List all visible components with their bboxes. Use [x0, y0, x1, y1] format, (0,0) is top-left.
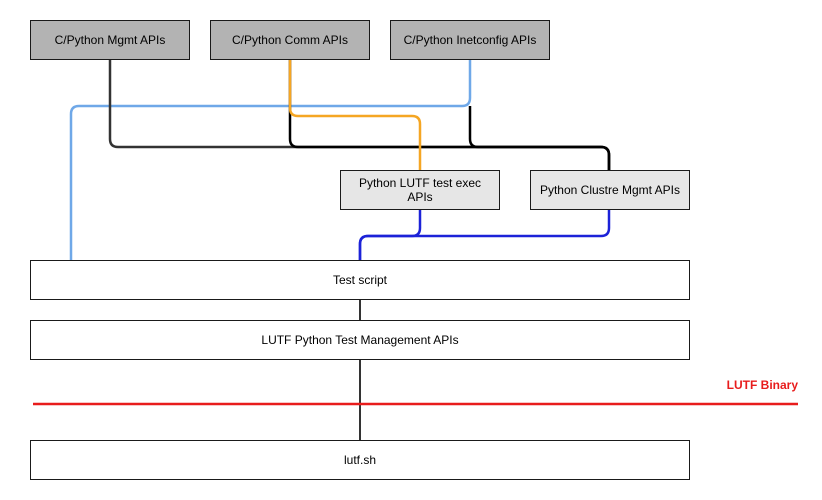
lutf-sh-label: lutf.sh: [343, 453, 376, 467]
test-exec-apis-label: Python LUTF test exec APIs: [358, 176, 482, 204]
inetconfig-apis-label: C/Python Inetconfig APIs: [403, 33, 537, 47]
test-mgmt-apis-label: LUTF Python Test Management APIs: [261, 333, 459, 347]
connector-inetconfig-to-test-script: [69, 60, 472, 260]
mgmt-apis-box: C/Python Mgmt APIs: [30, 20, 190, 60]
mgmt-apis-label: C/Python Mgmt APIs: [54, 33, 166, 47]
connector-comm-to-test-exec: [288, 60, 422, 170]
lutf-binary-label: LUTF Binary: [726, 378, 798, 392]
connector-inetconfig-to-clustre: [468, 106, 611, 170]
test-mgmt-apis-box: LUTF Python Test Management APIs: [30, 320, 690, 360]
test-exec-apis-box: Python LUTF test exec APIs: [340, 170, 500, 210]
lutf-sh-box: lutf.sh: [30, 440, 690, 480]
comm-apis-label: C/Python Comm APIs: [231, 33, 349, 47]
clustre-mgmt-apis-label: Python Clustre Mgmt APIs: [539, 183, 681, 197]
clustre-mgmt-apis-box: Python Clustre Mgmt APIs: [530, 170, 690, 210]
test-script-box: Test script: [30, 260, 690, 300]
connector-clustre-to-test-script: [358, 210, 611, 260]
inetconfig-apis-box: C/Python Inetconfig APIs: [390, 20, 550, 60]
comm-apis-box: C/Python Comm APIs: [210, 20, 370, 60]
test-script-label: Test script: [332, 273, 387, 287]
